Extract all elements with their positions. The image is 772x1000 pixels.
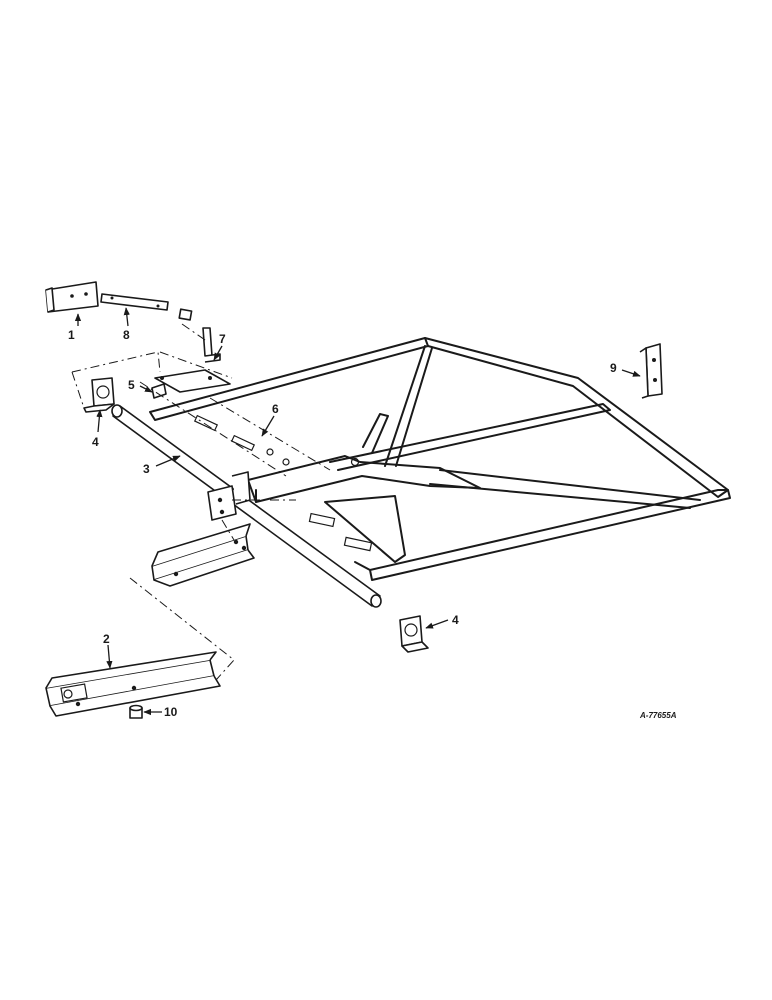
main-frame — [149, 337, 731, 581]
part-1-nut — [129, 704, 143, 719]
callout-3: 3 — [143, 462, 150, 476]
part-10-bracket — [45, 281, 99, 313]
callout-1: 10 — [164, 705, 178, 719]
part-4-bearing-left — [83, 377, 115, 413]
callout-4-right: 4 — [452, 613, 459, 627]
part-8-bracket — [202, 327, 221, 363]
part-5-bolt — [151, 383, 167, 399]
shaft — [111, 404, 382, 608]
callout-4-left: 4 — [92, 435, 99, 449]
upper-angle-bracket — [154, 369, 231, 393]
callout-8: 7 — [219, 332, 226, 346]
callout-10: 1 — [68, 328, 75, 342]
callout-7: 9 — [610, 361, 617, 375]
drawing-code: A-77655A — [639, 711, 677, 720]
callout-5: 5 — [128, 378, 135, 392]
callout-2: 2 — [103, 632, 110, 646]
part-7-bracket — [639, 343, 663, 399]
callout-labels: 1 8 7 5 4 3 6 9 4 2 10 A-77655A — [68, 328, 677, 720]
callout-arrows — [74, 307, 641, 716]
part-4-bearing-right — [399, 615, 429, 653]
mount-plate — [207, 471, 251, 521]
assembly-lines — [71, 323, 331, 681]
callout-6: 6 — [272, 402, 279, 416]
middle-angle-bracket — [151, 523, 255, 587]
callout-9: 8 — [123, 328, 130, 342]
part-2-angle-bar — [45, 651, 221, 717]
part-9-strap — [100, 293, 193, 321]
